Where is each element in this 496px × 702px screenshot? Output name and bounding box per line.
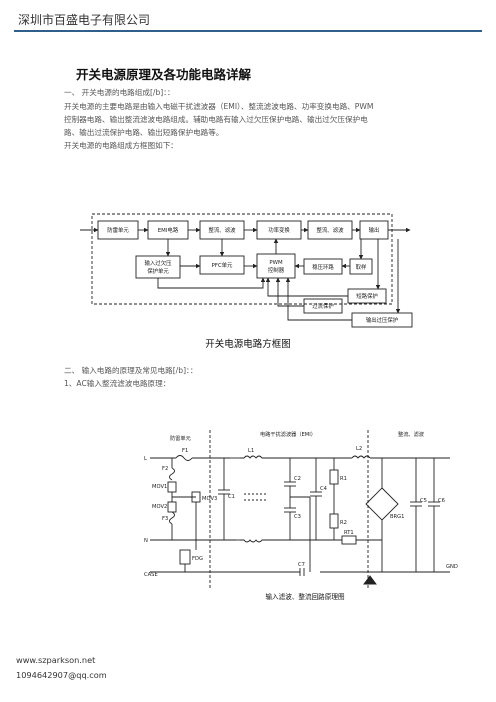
block-label: PFC单元 (212, 261, 234, 269)
block-label: 整流、滤波 (209, 226, 237, 234)
circuit-label: C3 (294, 514, 301, 520)
circuit-label: C1 (228, 494, 235, 500)
block-label: 短路保护 (356, 292, 378, 300)
circuit-label: RT1 (344, 530, 354, 536)
circuit-label: R1 (340, 476, 347, 482)
company-header: 深圳市百盛电子有限公司 (18, 13, 151, 27)
block-label: PWM (269, 260, 283, 266)
block-label: 输出 (369, 226, 380, 234)
circuit-label: F2 (162, 466, 168, 472)
footer-url[interactable]: www.szparkson.net (16, 655, 96, 665)
circuit-label: L1 (248, 448, 254, 454)
block-label: 控制器 (268, 266, 285, 274)
header-divider (14, 30, 482, 32)
circuit-label: C4 (320, 486, 328, 492)
circuit-caption: 输入滤波、整流回路原理图 (265, 592, 345, 601)
circuit-label: CASE (144, 572, 158, 578)
block-label: EMI电路 (158, 226, 179, 234)
circuit-label: F3 (162, 516, 168, 522)
section1-line: 开关电源的电路组成方框图如下： (64, 141, 178, 150)
circuit-label: C5 (420, 498, 427, 504)
section1-line: 路、输出过流保护电路、输出短路保护电路等。 (64, 128, 224, 137)
circuit-label: N (144, 538, 148, 544)
circuit-label: GND (446, 564, 458, 570)
circuit-label: F1 (182, 448, 188, 454)
circuit-label: MOV3 (202, 496, 217, 502)
circuit-label: 整流、滤波 (398, 430, 425, 438)
circuit-label: C6 (438, 498, 445, 504)
circuit-label: C2 (294, 476, 301, 482)
block-label: 过流保护 (312, 302, 334, 310)
block-diagram: 防雷单元 EMI电路 整流、滤波 功率变换 整流、滤波 输出 输入过欠压 保护单… (80, 213, 413, 350)
circuit-label: 防雷单元 (170, 434, 191, 442)
pwm-block (256, 253, 296, 279)
block-label: 防雷单元 (107, 226, 129, 234)
block-diagram-caption: 开关电源电路方框图 (205, 338, 291, 350)
block-label: 保护单元 (147, 267, 169, 275)
circuit-label: L2 (356, 446, 362, 452)
circuit-label: R2 (340, 520, 347, 526)
circuit-label: MOV1 (152, 484, 167, 490)
circuit-label: L (144, 456, 147, 462)
section1-heading: 一、 开关电源的电路组成[/b]：： (64, 88, 175, 97)
block-label: 输出过压保护 (366, 316, 398, 324)
block-label: 整流、滤波 (317, 226, 345, 234)
block-label: 稳压环路 (312, 263, 334, 271)
circuit-label: FDG (192, 556, 203, 562)
section2-subheading: 1、AC输入整流滤波电路原理： (64, 379, 171, 388)
circuit-label: BRG1 (390, 514, 404, 520)
circuit-label: 电路干扰滤波器（EMI） (260, 430, 316, 438)
section1-line: 控制器电路、输出整流滤波电路组成。辅助电路有输入过欠压保护电路、输出过欠压保护电 (64, 115, 368, 124)
section2-heading: 二、 输入电路的原理及常见电路[/b]：： (64, 366, 198, 375)
footer-email[interactable]: 1094642907@qq.com (16, 670, 107, 680)
block-label: 输入过欠压 (145, 259, 173, 267)
page-title: 开关电源原理及各功能电路详解 (76, 67, 252, 82)
circuit-label: MOV2 (152, 504, 167, 510)
section1-line: 开关电源的主要电路是由输入电磁干扰滤波器（EMI）、整流滤波电路、功率变换电路、… (64, 102, 374, 111)
block-label: 功率变换 (268, 226, 290, 234)
block-label: 取样 (356, 263, 367, 271)
circuit-label: C7 (298, 562, 305, 568)
input-circuit-schematic: 防雷单元 电路干扰滤波器（EMI） 整流、滤波 L N CASE GND F1 … (144, 430, 458, 601)
